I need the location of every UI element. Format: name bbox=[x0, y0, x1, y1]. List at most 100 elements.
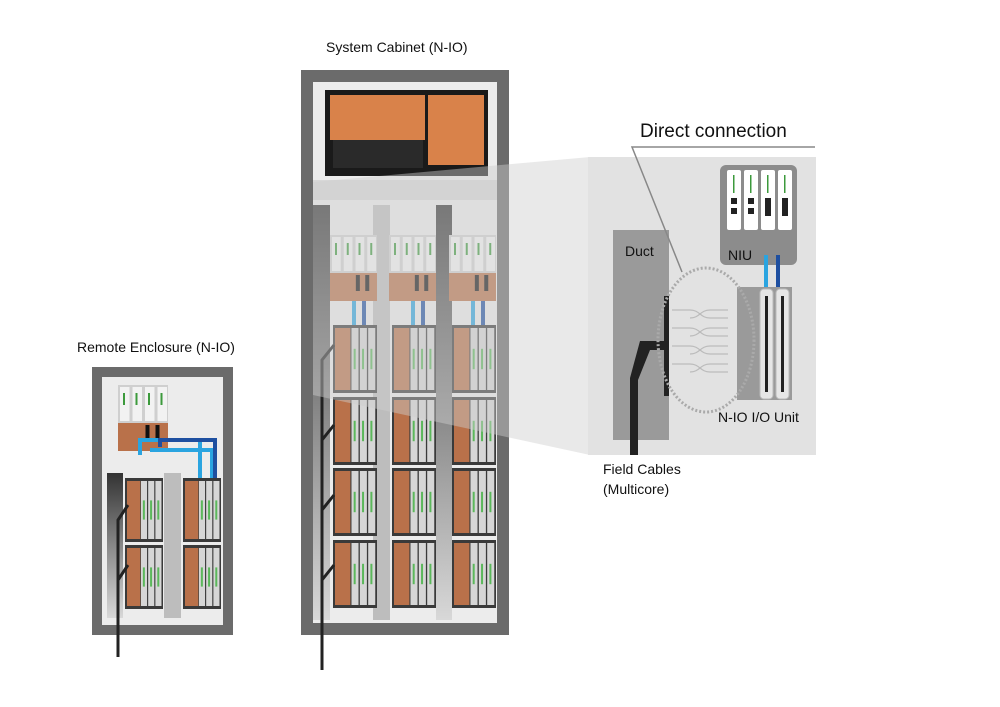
cable-light-blue bbox=[764, 255, 768, 290]
status-led bbox=[472, 563, 475, 585]
duct bbox=[613, 230, 669, 440]
status-led bbox=[429, 420, 432, 442]
status-led bbox=[157, 567, 160, 587]
status-led bbox=[412, 491, 415, 513]
module-indicator bbox=[731, 198, 737, 204]
status-led bbox=[429, 348, 432, 370]
io-terminal-block bbox=[454, 543, 470, 605]
io-unit-label: N-IO I/O Unit bbox=[718, 409, 799, 425]
cable-duct bbox=[164, 473, 181, 618]
status-led bbox=[429, 491, 432, 513]
field-cable bbox=[630, 296, 669, 455]
remote-enclosure bbox=[92, 367, 233, 657]
direct-connection-label: Direct connection bbox=[640, 121, 787, 142]
direct-connection-highlight bbox=[656, 266, 756, 414]
cable-dark-blue bbox=[362, 301, 366, 325]
system-cabinet-label: System Cabinet (N-IO) bbox=[326, 39, 468, 55]
status-led bbox=[472, 348, 475, 370]
status-led bbox=[362, 420, 365, 442]
status-led bbox=[417, 243, 420, 255]
status-led bbox=[353, 491, 356, 513]
io-terminal-block bbox=[335, 471, 351, 533]
status-led bbox=[429, 563, 432, 585]
io-terminal-block bbox=[394, 543, 410, 605]
duct-label: Duct bbox=[625, 243, 654, 259]
status-led bbox=[200, 567, 203, 587]
status-led bbox=[160, 393, 163, 405]
connector-cable bbox=[365, 275, 370, 291]
status-led bbox=[412, 420, 415, 442]
status-led bbox=[200, 500, 203, 520]
io-terminal-block bbox=[454, 328, 470, 390]
field-cables-sublabel: (Multicore) bbox=[603, 481, 670, 497]
status-led bbox=[489, 420, 492, 442]
status-led bbox=[208, 500, 211, 520]
cable-dark-blue bbox=[776, 255, 780, 290]
field-cables-label: Field Cables bbox=[603, 461, 681, 477]
status-led bbox=[150, 500, 153, 520]
status-led bbox=[421, 420, 424, 442]
cable-light-blue bbox=[471, 301, 475, 325]
status-led bbox=[123, 393, 125, 405]
status-led bbox=[208, 567, 211, 587]
status-led bbox=[412, 563, 415, 585]
remote-enclosure-label: Remote Enclosure (N-IO) bbox=[77, 339, 235, 355]
status-led bbox=[481, 420, 484, 442]
connector-cable bbox=[484, 275, 489, 291]
cable-duct bbox=[436, 205, 452, 620]
status-led bbox=[335, 243, 337, 255]
status-led bbox=[346, 243, 349, 255]
status-led bbox=[157, 500, 160, 520]
status-led bbox=[370, 491, 373, 513]
connector-cable bbox=[145, 425, 150, 441]
io-terminal-block bbox=[335, 328, 351, 390]
io-terminal-block bbox=[127, 548, 141, 606]
status-led bbox=[370, 243, 373, 255]
status-led bbox=[370, 348, 373, 370]
field-cable bbox=[320, 344, 336, 670]
system-cabinet bbox=[301, 70, 509, 670]
module-indicator bbox=[748, 208, 754, 214]
connector-cable bbox=[155, 425, 160, 441]
status-led bbox=[750, 175, 752, 193]
status-led bbox=[135, 393, 138, 405]
status-led bbox=[489, 563, 492, 585]
status-led bbox=[142, 500, 145, 520]
status-led bbox=[142, 567, 145, 587]
module-indicator bbox=[748, 198, 754, 204]
status-led bbox=[362, 348, 365, 370]
status-led bbox=[421, 348, 424, 370]
io-terminal-block bbox=[185, 548, 199, 606]
module-indicator bbox=[782, 198, 788, 216]
module-indicator bbox=[731, 208, 737, 214]
status-led bbox=[733, 175, 735, 193]
status-led bbox=[394, 243, 396, 255]
cable-dark-blue bbox=[481, 301, 485, 325]
status-led bbox=[472, 491, 475, 513]
status-led bbox=[150, 567, 153, 587]
status-led bbox=[481, 348, 484, 370]
status-led bbox=[481, 563, 484, 585]
status-led bbox=[421, 491, 424, 513]
niu-label: NIU bbox=[728, 247, 753, 263]
status-led bbox=[421, 563, 424, 585]
status-led bbox=[148, 393, 150, 405]
status-led bbox=[489, 348, 492, 370]
field-cable bbox=[116, 504, 130, 657]
io-terminal-block bbox=[127, 481, 141, 539]
twisted-pair-wires bbox=[672, 309, 728, 373]
cable-dark-blue bbox=[158, 438, 217, 480]
connector-cable bbox=[424, 275, 429, 291]
controller-rack bbox=[325, 90, 488, 176]
status-led bbox=[454, 243, 456, 255]
io-terminal-block bbox=[454, 471, 470, 533]
status-led bbox=[489, 243, 492, 255]
status-led bbox=[472, 420, 475, 442]
io-terminal-block bbox=[335, 400, 351, 462]
connector-cable bbox=[414, 275, 419, 291]
status-led bbox=[489, 491, 492, 513]
io-terminal-block bbox=[335, 543, 351, 605]
io-terminal-block bbox=[185, 481, 199, 539]
status-led bbox=[429, 243, 432, 255]
